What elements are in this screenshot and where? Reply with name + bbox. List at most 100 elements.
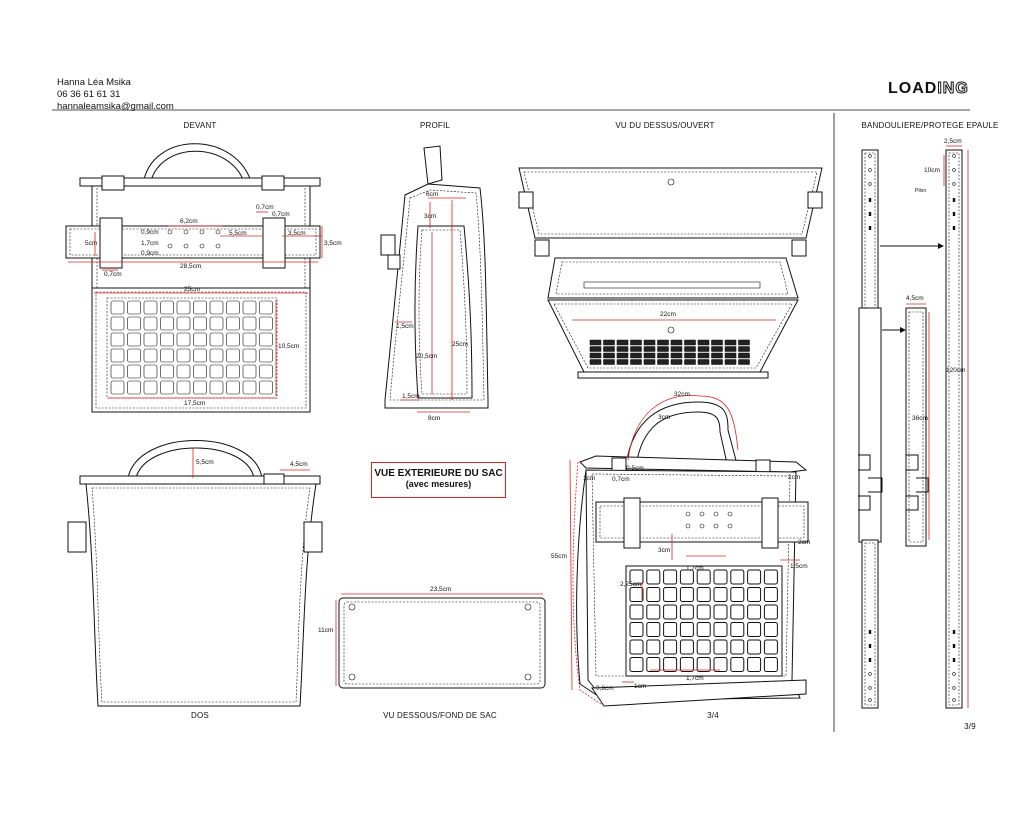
strap-drawing xyxy=(858,149,963,709)
strap-hole xyxy=(868,168,872,172)
svg-text:0,8cm: 0,8cm xyxy=(596,685,614,692)
grid-cell xyxy=(127,380,141,395)
strap-hole xyxy=(868,698,872,702)
svg-text:1,5cm: 1,5cm xyxy=(790,563,808,570)
grid-cell xyxy=(646,569,661,585)
grid-cell xyxy=(209,300,224,315)
grid-cell xyxy=(630,339,642,346)
grid-cell xyxy=(697,359,710,365)
strap-hole xyxy=(952,686,956,690)
grid-cell xyxy=(629,639,644,655)
grid-cell xyxy=(589,352,602,359)
svg-text:10cm: 10cm xyxy=(924,167,940,174)
page-number: 3/9 xyxy=(964,722,976,731)
grid-cell xyxy=(763,604,778,620)
svg-text:25cm: 25cm xyxy=(184,286,200,293)
grid-cell xyxy=(747,569,762,585)
strap-hole xyxy=(952,630,956,634)
grid-cell xyxy=(209,332,224,347)
strap-hole xyxy=(868,226,872,230)
grid-cell xyxy=(110,348,125,363)
grid-cell xyxy=(110,332,125,347)
grid-cell xyxy=(684,359,696,365)
top-open-view-drawing xyxy=(518,167,823,379)
grid-cell xyxy=(657,339,669,346)
exterior-view-subtitle: (avec mesures) xyxy=(405,479,472,489)
designer-email: hannaleamsika@gmail.com xyxy=(57,101,174,112)
grid-cell xyxy=(589,339,602,346)
grid-cell xyxy=(663,639,678,655)
svg-text:1,5cm: 1,5cm xyxy=(402,393,420,400)
grid-cell xyxy=(176,380,191,395)
exterior-view-title-box: VUE EXTERIEURE DU SAC (avec mesures) xyxy=(371,462,506,498)
svg-text:17,5cm: 17,5cm xyxy=(184,400,205,407)
bottom-view-drawing xyxy=(338,597,546,689)
grid-cell xyxy=(259,300,273,315)
svg-text:5,5cm: 5,5cm xyxy=(196,459,214,466)
designer-info: Hanna Léa Msika 06 36 61 61 31 hannaleam… xyxy=(57,77,174,113)
grid-cell xyxy=(127,348,141,363)
grid-cell xyxy=(663,569,678,585)
grid-cell xyxy=(747,657,762,672)
svg-text:36cm: 36cm xyxy=(912,415,928,422)
grid-cell xyxy=(259,364,273,379)
grid-cell xyxy=(696,657,711,672)
svg-text:0,7cm: 0,7cm xyxy=(256,204,274,211)
grid-cell xyxy=(711,339,723,346)
front-grid-panel xyxy=(110,300,273,395)
grid-cell xyxy=(738,359,750,365)
svg-text:4,5cm: 4,5cm xyxy=(290,461,308,468)
designer-name: Hanna Léa Msika xyxy=(57,77,131,88)
grid-cell xyxy=(730,569,745,585)
svg-text:0,7cm: 0,7cm xyxy=(104,271,122,278)
grid-cell xyxy=(724,352,737,359)
svg-text:3cm: 3cm xyxy=(424,213,436,220)
grid-cell xyxy=(711,346,723,352)
grid-cell xyxy=(160,364,174,379)
svg-text:11cm: 11cm xyxy=(318,627,333,634)
strap-hole xyxy=(868,198,872,202)
svg-text:2,5cm: 2,5cm xyxy=(944,138,962,145)
grid-cell xyxy=(226,316,240,331)
strap-holes xyxy=(868,154,956,702)
grid-cell xyxy=(193,380,207,395)
front-rivets xyxy=(167,229,221,249)
strap-hole xyxy=(868,686,872,690)
grid-cell xyxy=(643,352,656,359)
grid-cell xyxy=(679,639,694,655)
grid-cell xyxy=(143,380,158,395)
exterior-measure-labels: 32cm 3cm 0,5cm 0,7cm 2cm 1cm 55cm 2cm 3c… xyxy=(551,391,810,692)
grid-cell xyxy=(713,569,728,585)
svg-text:2,25cm: 2,25cm xyxy=(620,581,641,588)
svg-text:1cm: 1cm xyxy=(583,475,595,482)
grid-cell xyxy=(589,359,602,365)
svg-text:4,5cm: 4,5cm xyxy=(906,295,924,302)
strap-hole xyxy=(868,644,872,648)
grid-cell xyxy=(259,332,273,347)
view-label-dessous: VU DESSOUS/FOND DE SAC xyxy=(383,711,497,720)
grid-cell xyxy=(226,380,240,395)
grid-cell xyxy=(603,352,615,359)
grid-cell xyxy=(697,339,710,346)
grid-cell xyxy=(643,359,656,365)
grid-cell xyxy=(616,346,629,352)
grid-cell xyxy=(127,364,141,379)
grid-cell xyxy=(629,657,644,672)
bottom-dimension-lines xyxy=(335,593,543,686)
exterior-grid-panel xyxy=(629,569,778,672)
grid-cell xyxy=(696,569,711,585)
grid-cell xyxy=(110,316,125,331)
grid-cell xyxy=(696,587,711,602)
svg-text:1,5cm: 1,5cm xyxy=(396,323,414,330)
bottom-measure-labels: 23,5cm 11cm xyxy=(318,586,451,634)
grid-cell xyxy=(663,622,678,637)
strap-hole xyxy=(868,212,872,216)
svg-text:3cm: 3cm xyxy=(658,414,670,421)
grid-cell xyxy=(684,352,696,359)
grid-cell xyxy=(663,587,678,602)
grid-cell xyxy=(696,604,711,620)
grid-cell xyxy=(193,300,207,315)
grid-cell xyxy=(127,332,141,347)
grid-cell xyxy=(730,587,745,602)
